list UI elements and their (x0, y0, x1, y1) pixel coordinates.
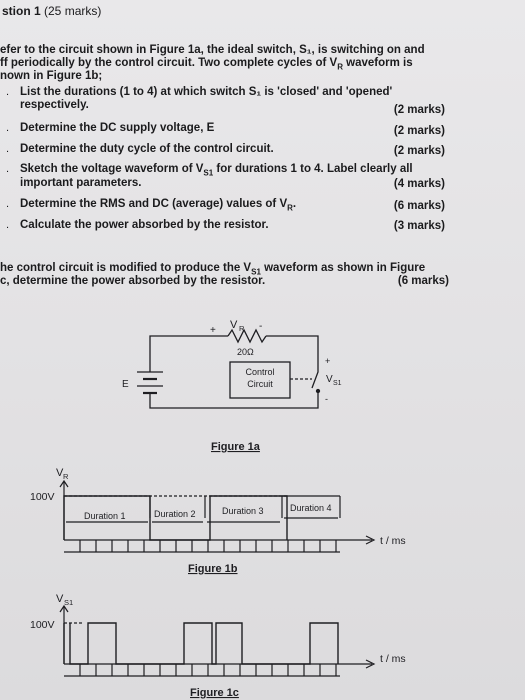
circuit-diagram (137, 328, 321, 409)
figure-1a-caption: Figure 1a (211, 441, 261, 453)
item-3-marks: (2 marks) (393, 145, 445, 157)
bullet: . (6, 163, 10, 175)
x-axis-ticks (64, 540, 340, 553)
figure-1c-caption: Figure 1c (190, 687, 239, 699)
wire-bottom (149, 393, 319, 409)
item-2-text: Determine the DC supply voltage, E (20, 122, 215, 134)
wire-top-left (149, 335, 228, 342)
control-label-2: Circuit (247, 379, 273, 389)
intro-line-2: ff periodically by the control circuit. … (0, 57, 413, 72)
item-4-marks: (4 marks) (393, 178, 445, 190)
fig1b-ylabel: V (56, 467, 64, 479)
bullet: . (6, 86, 10, 98)
vr-label: V (230, 319, 238, 331)
duration-2-label: Duration 2 (154, 509, 196, 519)
intro-line-1: efer to the circuit shown in Figure 1a, … (0, 44, 425, 56)
fig1b-level: 100V (30, 491, 55, 503)
vr-minus-sign: - (259, 321, 262, 332)
duration-3-label: Duration 3 (222, 506, 264, 516)
item-1-text2: respectively. (20, 99, 89, 111)
item-6-marks: (3 marks) (393, 220, 445, 232)
bullet: . (6, 122, 10, 134)
control-label-1: Control (245, 367, 274, 377)
switch-plus: + (325, 356, 330, 366)
y-axis-arrow (59, 479, 69, 488)
item-1-text: List the durations (1 to 4) at which swi… (20, 86, 393, 98)
resistor-symbol (227, 328, 267, 344)
item-3-text: Determine the duty cycle of the control … (20, 143, 274, 155)
item-5-text: Determine the RMS and DC (average) value… (20, 198, 297, 213)
intro-line-3: nown in Figure 1b; (0, 70, 103, 82)
switch-symbol (311, 365, 319, 398)
item-4-text2: important parameters. (20, 177, 142, 189)
bullet: . (6, 198, 10, 210)
part2-line-2: c, determine the power absorbed by the r… (0, 275, 266, 287)
vr-subscript: R (239, 324, 245, 333)
item-4-text: Sketch the voltage waveform of VS1 for d… (20, 163, 413, 178)
fig1b-xlabel: t / ms (380, 535, 406, 547)
fig1c-ysub: S1 (64, 598, 73, 607)
control-circuit-box (229, 361, 291, 399)
item-5-marks: (6 marks) (393, 200, 445, 212)
item-1-marks: (2 marks) (393, 104, 445, 116)
vs-subscript: S1 (333, 380, 342, 387)
duration-1-label: Duration 1 (84, 511, 126, 521)
bullet: . (6, 219, 10, 231)
source-label: E (122, 379, 129, 390)
resistor-value: 20Ω (237, 347, 254, 357)
y-axis-arrow (59, 604, 69, 613)
item-2-marks: (2 marks) (393, 125, 445, 137)
duration-4-label: Duration 4 (290, 503, 332, 513)
question-heading: stion 1 (25 marks) (2, 4, 102, 18)
fig1c-ylabel: V (56, 593, 64, 605)
part2-line-1: he control circuit is modified to produc… (0, 262, 426, 277)
item-6-text: Calculate the power absorbed by the resi… (20, 219, 269, 231)
fig1b-ysub: R (63, 472, 69, 481)
fig1c-xlabel: t / ms (380, 653, 406, 665)
figure-1b-waveform (59, 479, 376, 553)
x-axis-ticks (64, 664, 340, 677)
vr-plus-sign: + (210, 325, 216, 336)
figure-1c-waveform (59, 604, 376, 677)
fig1c-level: 100V (30, 619, 55, 631)
vs1-waveform (63, 622, 339, 665)
bullet: . (6, 143, 10, 155)
vs-label: V (326, 374, 333, 385)
figure-1b-caption: Figure 1b (188, 563, 238, 575)
part2-marks: (6 marks) (397, 275, 449, 287)
wire-top-right (266, 335, 319, 365)
x-axis-arrow (365, 659, 376, 669)
vr-waveform (63, 495, 288, 541)
switch-minus: - (325, 394, 328, 404)
x-axis-arrow (365, 535, 376, 545)
switch-contact (315, 388, 321, 394)
